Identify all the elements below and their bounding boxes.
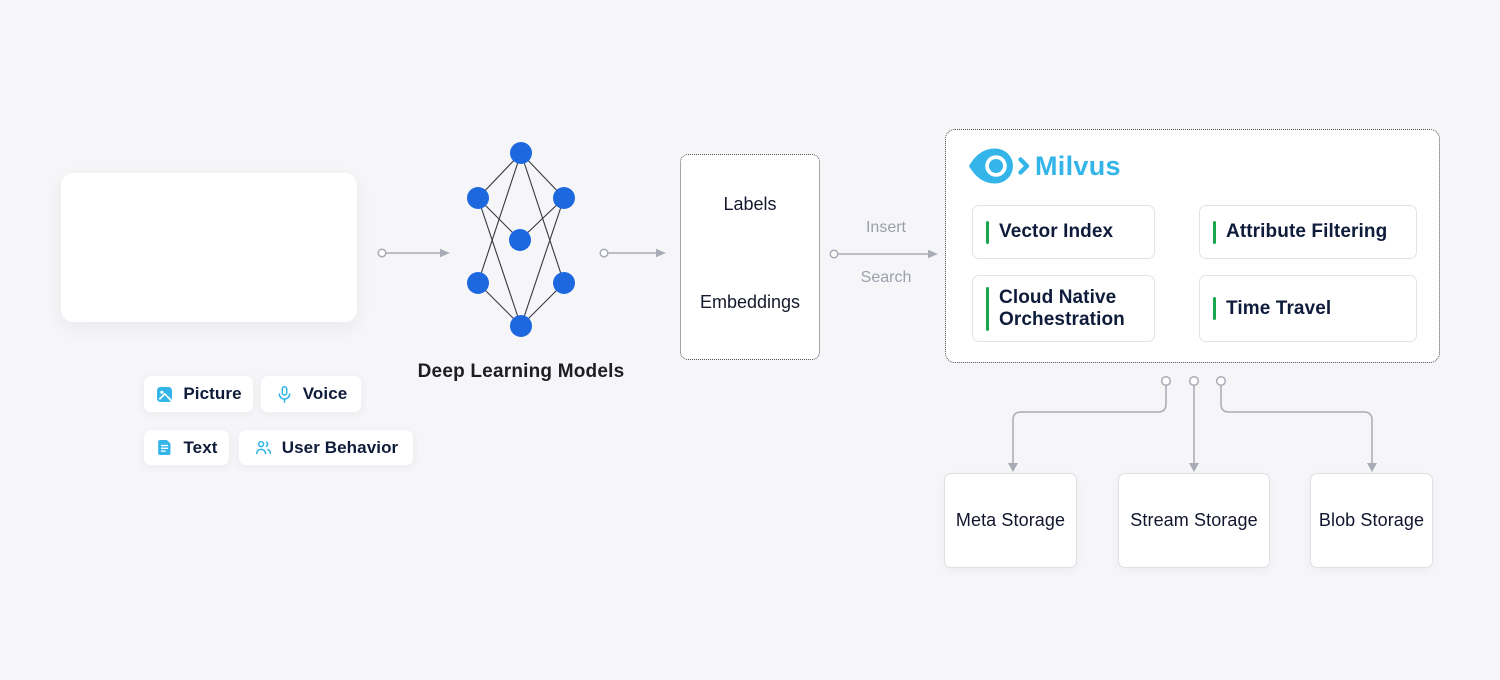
meta-storage-box: Meta Storage <box>944 473 1077 568</box>
output-labels: Labels <box>723 194 777 214</box>
storage-label: Blob Storage <box>1318 510 1425 530</box>
milvus-wordmark: Milvus <box>1035 150 1121 181</box>
insert-label: Insert <box>865 219 906 236</box>
microphone-icon <box>278 385 291 403</box>
feature-attribute-filtering: Attribute Filtering <box>1199 205 1417 259</box>
feature-accent-bar <box>1213 220 1216 244</box>
arrow-model-to-outputs <box>599 248 666 258</box>
chip-user-behavior: User Behavior <box>238 429 414 466</box>
feature-label: Attribute Filtering <box>1226 221 1388 243</box>
blob-storage-box: Blob Storage <box>1310 473 1433 568</box>
milvus-container: Milvus Vector Index Attribute Filtering … <box>945 129 1440 363</box>
feature-vector-index: Vector Index <box>972 205 1155 259</box>
chip-picture: Picture <box>143 375 254 413</box>
stream-storage-box: Stream Storage <box>1118 473 1270 568</box>
arrow-inputs-to-model <box>377 248 450 258</box>
milvus-logo: Milvus <box>968 146 1121 186</box>
feature-time-travel: Time Travel <box>1199 275 1417 342</box>
arrow-outputs-to-milvus <box>829 249 938 259</box>
picture-icon <box>157 386 173 402</box>
milvus-eye-icon <box>969 148 1030 184</box>
chip-label: Voice <box>302 384 348 403</box>
feature-accent-bar <box>986 286 989 331</box>
feature-label: Vector Index <box>999 221 1114 243</box>
chip-voice: Voice <box>260 375 362 413</box>
chip-label: Text <box>183 437 218 457</box>
chip-text: Text <box>143 429 230 466</box>
feature-label: Time Travel <box>1226 297 1332 319</box>
feature-cloud-native-orchestration: Cloud Native Orchestration <box>972 275 1155 342</box>
storage-connectors <box>1008 375 1377 472</box>
search-label: Search <box>860 269 912 286</box>
neural-network-graphic <box>467 142 575 337</box>
feature-accent-bar <box>986 220 989 244</box>
input-data-card: Picture Voice Text <box>61 173 414 466</box>
chip-label: User Behavior <box>281 437 399 457</box>
users-icon <box>255 440 271 455</box>
model-output-box: Labels Embeddings <box>680 154 820 360</box>
storage-label: Stream Storage <box>1130 510 1258 530</box>
document-icon <box>158 439 171 456</box>
model-caption: Deep Learning Models <box>417 361 625 382</box>
chip-label: Picture <box>183 384 242 403</box>
feature-label: Cloud Native Orchestration <box>999 286 1125 330</box>
feature-accent-bar <box>1213 297 1216 320</box>
storage-label: Meta Storage <box>955 510 1066 530</box>
output-embeddings: Embeddings <box>699 292 801 312</box>
